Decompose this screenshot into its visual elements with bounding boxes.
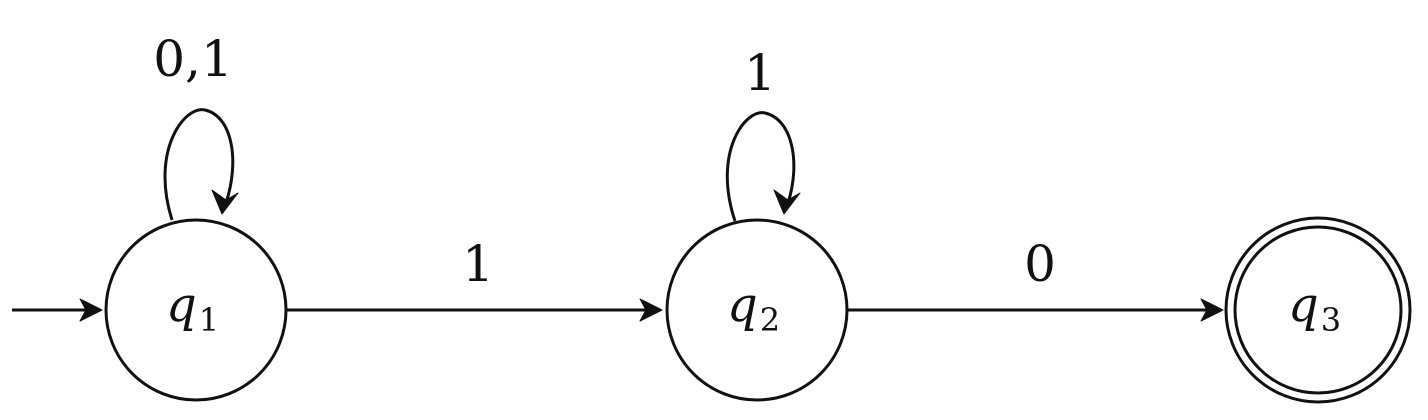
start-arrow <box>12 298 103 322</box>
transition-label: 0,1 <box>153 30 233 88</box>
transition-label: 1 <box>462 235 494 293</box>
state-q2: q2 <box>665 218 849 402</box>
state-circle <box>1233 225 1403 395</box>
transition-label: 0 <box>1024 235 1056 293</box>
transition-q2-q2: 1 <box>725 44 801 222</box>
transition-q1-q1: 0,1 <box>153 30 239 221</box>
transition-q2-q3: 0 <box>848 235 1224 322</box>
state-circle <box>104 218 288 402</box>
state-label: q3 <box>1288 277 1341 339</box>
transition-label: 1 <box>744 44 776 102</box>
state-circle <box>665 218 849 402</box>
state-label: q1 <box>166 277 219 339</box>
state-label: q2 <box>727 277 780 339</box>
state-q1: q1 <box>104 218 288 402</box>
state-q3: q3 <box>1224 216 1412 404</box>
transition-q1-q2: 1 <box>287 235 663 322</box>
